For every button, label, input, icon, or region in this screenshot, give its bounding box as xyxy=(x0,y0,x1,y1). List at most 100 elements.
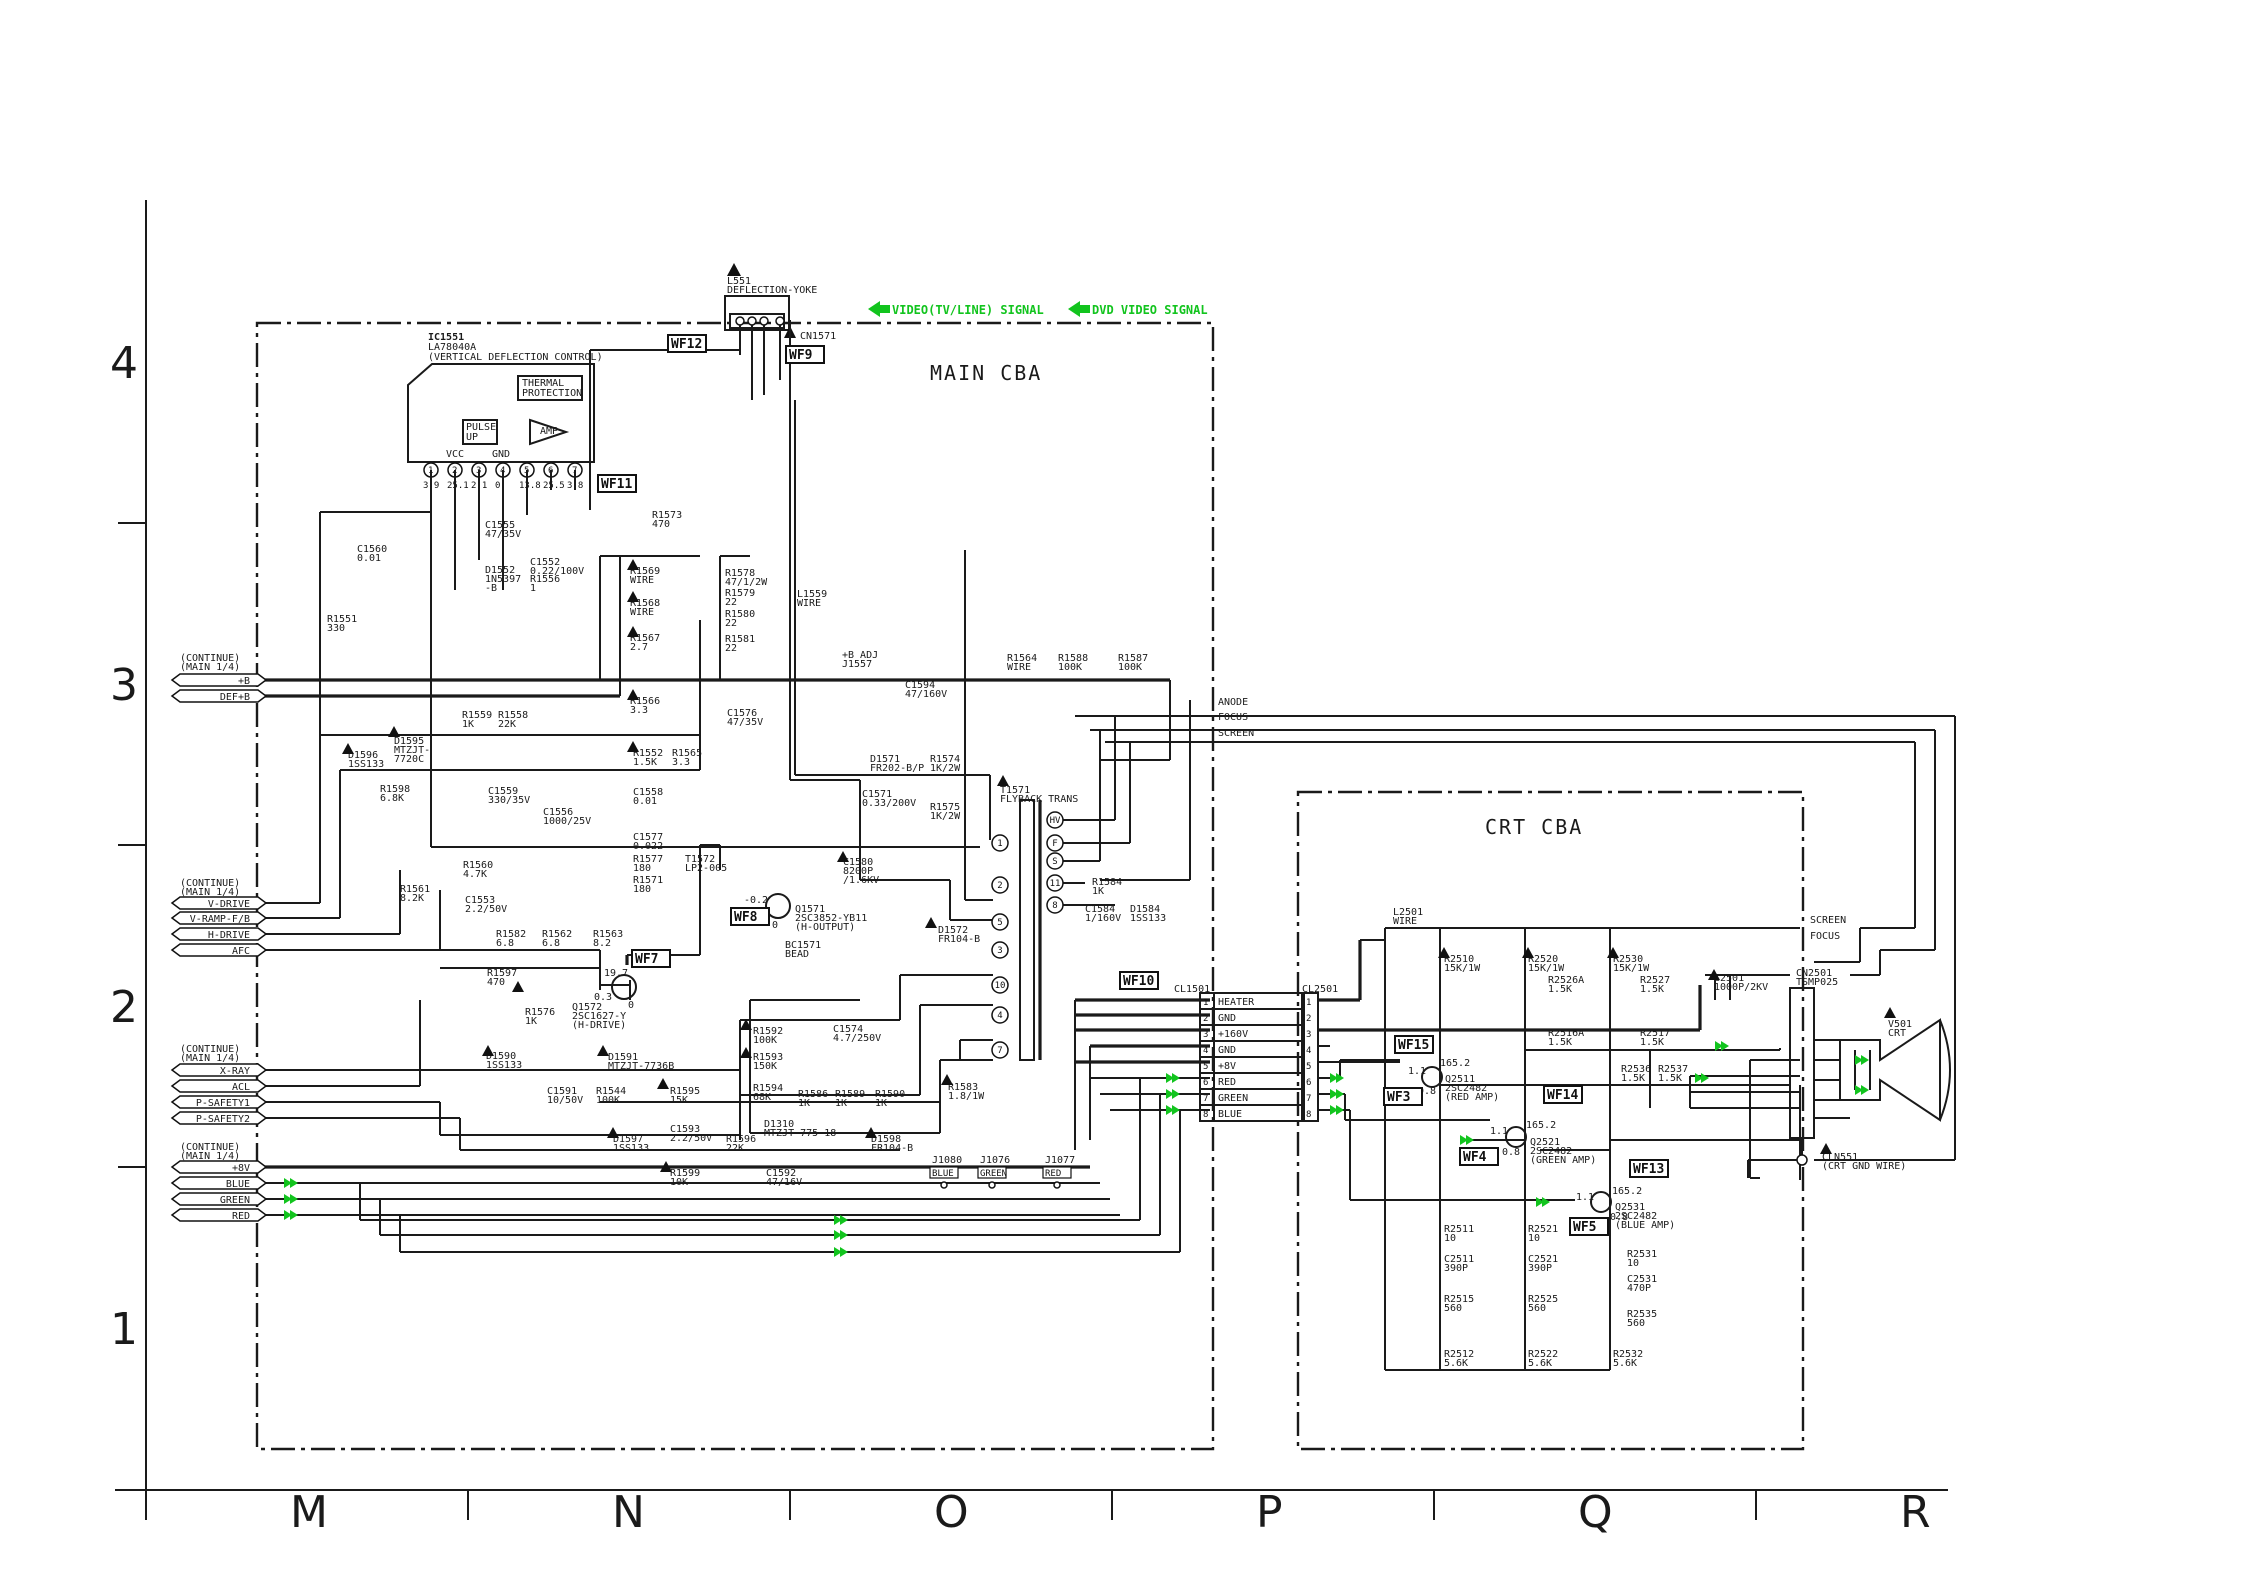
component-ref: D1596 xyxy=(348,750,378,761)
component-ref: R1577 xyxy=(633,854,663,865)
component-value: FR202-B/P xyxy=(870,763,924,774)
flyback-pin-label: 10 xyxy=(995,981,1006,991)
component-value: 10K xyxy=(670,1177,688,1188)
component-ref: D1310 xyxy=(764,1119,794,1130)
component-ref: R1588 xyxy=(1058,653,1088,664)
component-value: 15K/1W xyxy=(1528,963,1565,974)
signal-arrows xyxy=(284,1041,1869,1257)
component-ref: R2520 xyxy=(1528,954,1558,965)
component-value: 2.2/50V xyxy=(670,1133,712,1144)
component-value: 470 xyxy=(487,977,505,988)
signal-arrow-icon xyxy=(1330,1073,1338,1083)
q1572-base-volts: 0.3 xyxy=(594,992,612,1003)
cl1501-pin-label: GND xyxy=(1218,1013,1236,1024)
q2511-symbol xyxy=(1421,1066,1443,1088)
component-ref: C1555 xyxy=(485,520,515,531)
warning-icon xyxy=(1607,947,1619,958)
cl1501-ref: CL1501 xyxy=(1174,984,1210,995)
component-value: 1N5397 xyxy=(485,574,521,585)
signal-arrow-icon xyxy=(1695,1073,1703,1083)
component-value: 1K xyxy=(1092,886,1104,897)
cl1501-pin-label: BLUE xyxy=(1218,1109,1242,1120)
ic-gnd-label: GND xyxy=(492,449,510,460)
flyback-pin-label: 11 xyxy=(1050,879,1061,889)
component-value: 470P xyxy=(1627,1283,1651,1294)
component-value: 390P xyxy=(1528,1263,1552,1274)
flyback-pin xyxy=(991,941,1009,959)
component-ref: R1574 xyxy=(930,754,960,765)
ic-pulse1: PULSE xyxy=(466,422,496,433)
transistors: -0.2 0 19.7 0.3 0 165.2 1.1 0.8 165.2 1.… xyxy=(594,893,1642,1223)
signal-arrow-icon xyxy=(1721,1041,1729,1051)
component-value: 2.2/50V xyxy=(465,904,507,915)
port-label: ACL xyxy=(232,1082,250,1093)
signal-arrow-icon xyxy=(284,1178,292,1188)
flyback-pin-label: 3 xyxy=(997,946,1002,956)
component-ref: C1580 xyxy=(843,857,873,868)
component-ref: C1558 xyxy=(633,787,663,798)
component-value: 2SC2482 xyxy=(1530,1146,1572,1157)
component-ref: D1597 xyxy=(613,1134,643,1145)
component-value: 1SS133 xyxy=(348,759,384,770)
cl2501-pin-number: 4 xyxy=(1306,1046,1311,1056)
port-label: H-DRIVE xyxy=(208,930,250,941)
cl2501-ref: CL2501 xyxy=(1302,984,1338,995)
warning-icon xyxy=(627,626,639,637)
warning-icon xyxy=(941,1074,953,1085)
port-label: AFC xyxy=(232,946,250,957)
component-value: 8.2K xyxy=(400,893,424,904)
component-value: 22 xyxy=(725,597,737,608)
component-ref: Q1571 xyxy=(795,904,825,915)
ic-part: LA78040A xyxy=(428,342,476,353)
component-value: 1.5K xyxy=(1548,984,1572,995)
component-ref: R1584 xyxy=(1092,877,1122,888)
crt-cba-title: CRT CBA xyxy=(1485,815,1583,839)
component-value: MTZJT-7736B xyxy=(608,1061,674,1072)
jack-point xyxy=(940,1181,948,1189)
warning-icon xyxy=(388,726,400,737)
component-ref: R1597 xyxy=(487,968,517,979)
component-ref: C2501 xyxy=(1714,973,1744,984)
component-ref: R1564 xyxy=(1007,653,1037,664)
waveform-marker xyxy=(730,907,770,926)
signal-arrow-icon xyxy=(1172,1089,1180,1099)
warning-icon xyxy=(1708,969,1720,980)
component-ref: C1593 xyxy=(670,1124,700,1135)
video-signal-label: VIDEO(TV/LINE) SIGNAL xyxy=(892,303,1044,317)
signal-arrow-icon xyxy=(1336,1105,1344,1115)
jack-box xyxy=(977,1166,1007,1179)
continue-label: (MAIN 1/4) xyxy=(180,662,240,673)
ic-amp xyxy=(529,418,570,446)
q2521-base-volts: 1.1 xyxy=(1490,1126,1508,1137)
component-ref: D1598 xyxy=(871,1134,901,1145)
component-ref: R1587 xyxy=(1118,653,1148,664)
waveform-label: WF3 xyxy=(1387,1090,1410,1105)
component-ref: C1591 xyxy=(547,1086,577,1097)
continue-labels: (CONTINUE) (MAIN 1/4) (CONTINUE) (MAIN 1… xyxy=(180,653,240,1162)
signal-arrow-icon xyxy=(840,1247,848,1257)
warning-icon xyxy=(1438,947,1450,958)
component-value: CRT xyxy=(1888,1028,1906,1039)
component-note: (RED AMP) xyxy=(1445,1092,1499,1103)
port-label: P-SAFETY1 xyxy=(196,1098,250,1109)
component-value: 0.33/200V xyxy=(862,798,916,809)
component-value: 390P xyxy=(1444,1263,1468,1274)
dvd-signal-arrow xyxy=(1068,301,1090,317)
component-value: 1SS133 xyxy=(1130,913,1166,924)
col-label-m: M xyxy=(290,1487,328,1538)
continue-label: (CONTINUE) xyxy=(180,1142,240,1153)
component-ref: C1576 xyxy=(727,708,757,719)
col-label-r: R xyxy=(1900,1487,1931,1538)
flyback-pin-label: 5 xyxy=(997,918,1002,928)
ic-pin-voltage: 13.8 xyxy=(519,481,541,491)
screen2-label: SCREEN xyxy=(1810,915,1846,926)
component-value: 560 xyxy=(1528,1303,1546,1314)
signal-arrow-icon xyxy=(1542,1197,1550,1207)
cn1571-label: CN1571 xyxy=(800,331,836,342)
focus2-label: FOCUS xyxy=(1810,931,1840,942)
waveform-label: WF4 xyxy=(1463,1150,1487,1165)
component-ref: C1559 xyxy=(488,786,518,797)
component-value: 180 xyxy=(633,884,651,895)
signal-arrow-icon xyxy=(1536,1197,1544,1207)
